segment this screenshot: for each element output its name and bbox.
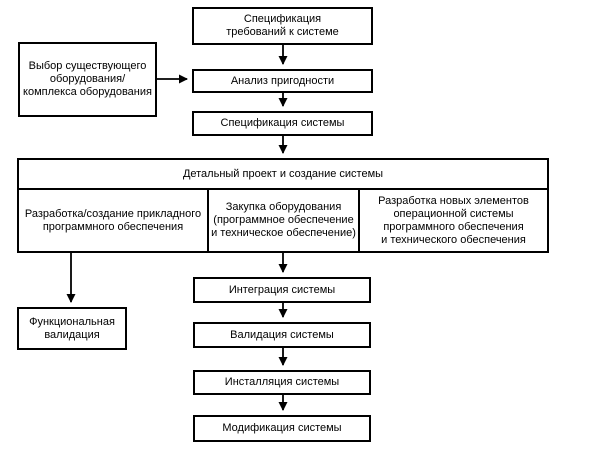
node-existing-equipment-label: Выбор существующего оборудования/ компле… xyxy=(23,60,152,98)
node-system-modification: Модификация системы xyxy=(193,415,371,442)
detailed-design-cells: Разработка/создание прикладного программ… xyxy=(19,190,547,251)
node-system-specification: Спецификация системы xyxy=(192,111,373,136)
node-system-installation: Инсталляция системы xyxy=(193,370,371,395)
detailed-design-header-label: Детальный проект и создание системы xyxy=(182,167,384,180)
node-system-validation: Валидация системы xyxy=(193,322,371,348)
node-system-integration: Интеграция системы xyxy=(193,277,371,303)
node-equipment-procurement: Закупка оборудования (программное обеспе… xyxy=(209,190,360,251)
node-functional-validation-label: Функциональная валидация xyxy=(29,315,115,341)
node-detailed-design: Детальный проект и создание системы Разр… xyxy=(17,158,549,253)
node-system-specification-label: Спецификация системы xyxy=(220,117,345,129)
node-suitability-analysis-label: Анализ пригодности xyxy=(230,74,335,87)
node-system-integration-label: Интеграция системы xyxy=(228,283,336,296)
node-functional-validation: Функциональная валидация xyxy=(17,307,127,350)
node-spec-requirements: Спецификация требований к системе xyxy=(192,7,373,45)
node-existing-equipment: Выбор существующего оборудования/ компле… xyxy=(18,42,157,117)
node-system-modification-label: Модификация системы xyxy=(222,422,342,434)
node-os-elements-dev-label: Разработка новых элементов операционной … xyxy=(378,194,529,246)
node-system-installation-label: Инсталляция системы xyxy=(224,376,340,388)
detailed-design-header: Детальный проект и создание системы xyxy=(19,160,547,190)
node-system-validation-label: Валидация системы xyxy=(230,328,334,341)
node-suitability-analysis: Анализ пригодности xyxy=(192,69,373,93)
node-os-elements-dev: Разработка новых элементов операционной … xyxy=(360,190,547,251)
node-app-software-dev-label: Разработка/создание прикладного программ… xyxy=(24,207,202,233)
node-app-software-dev: Разработка/создание прикладного программ… xyxy=(19,190,209,251)
node-spec-requirements-label: Спецификация требований к системе xyxy=(226,13,339,38)
node-equipment-procurement-label: Закупка оборудования (программное обеспе… xyxy=(211,201,356,239)
